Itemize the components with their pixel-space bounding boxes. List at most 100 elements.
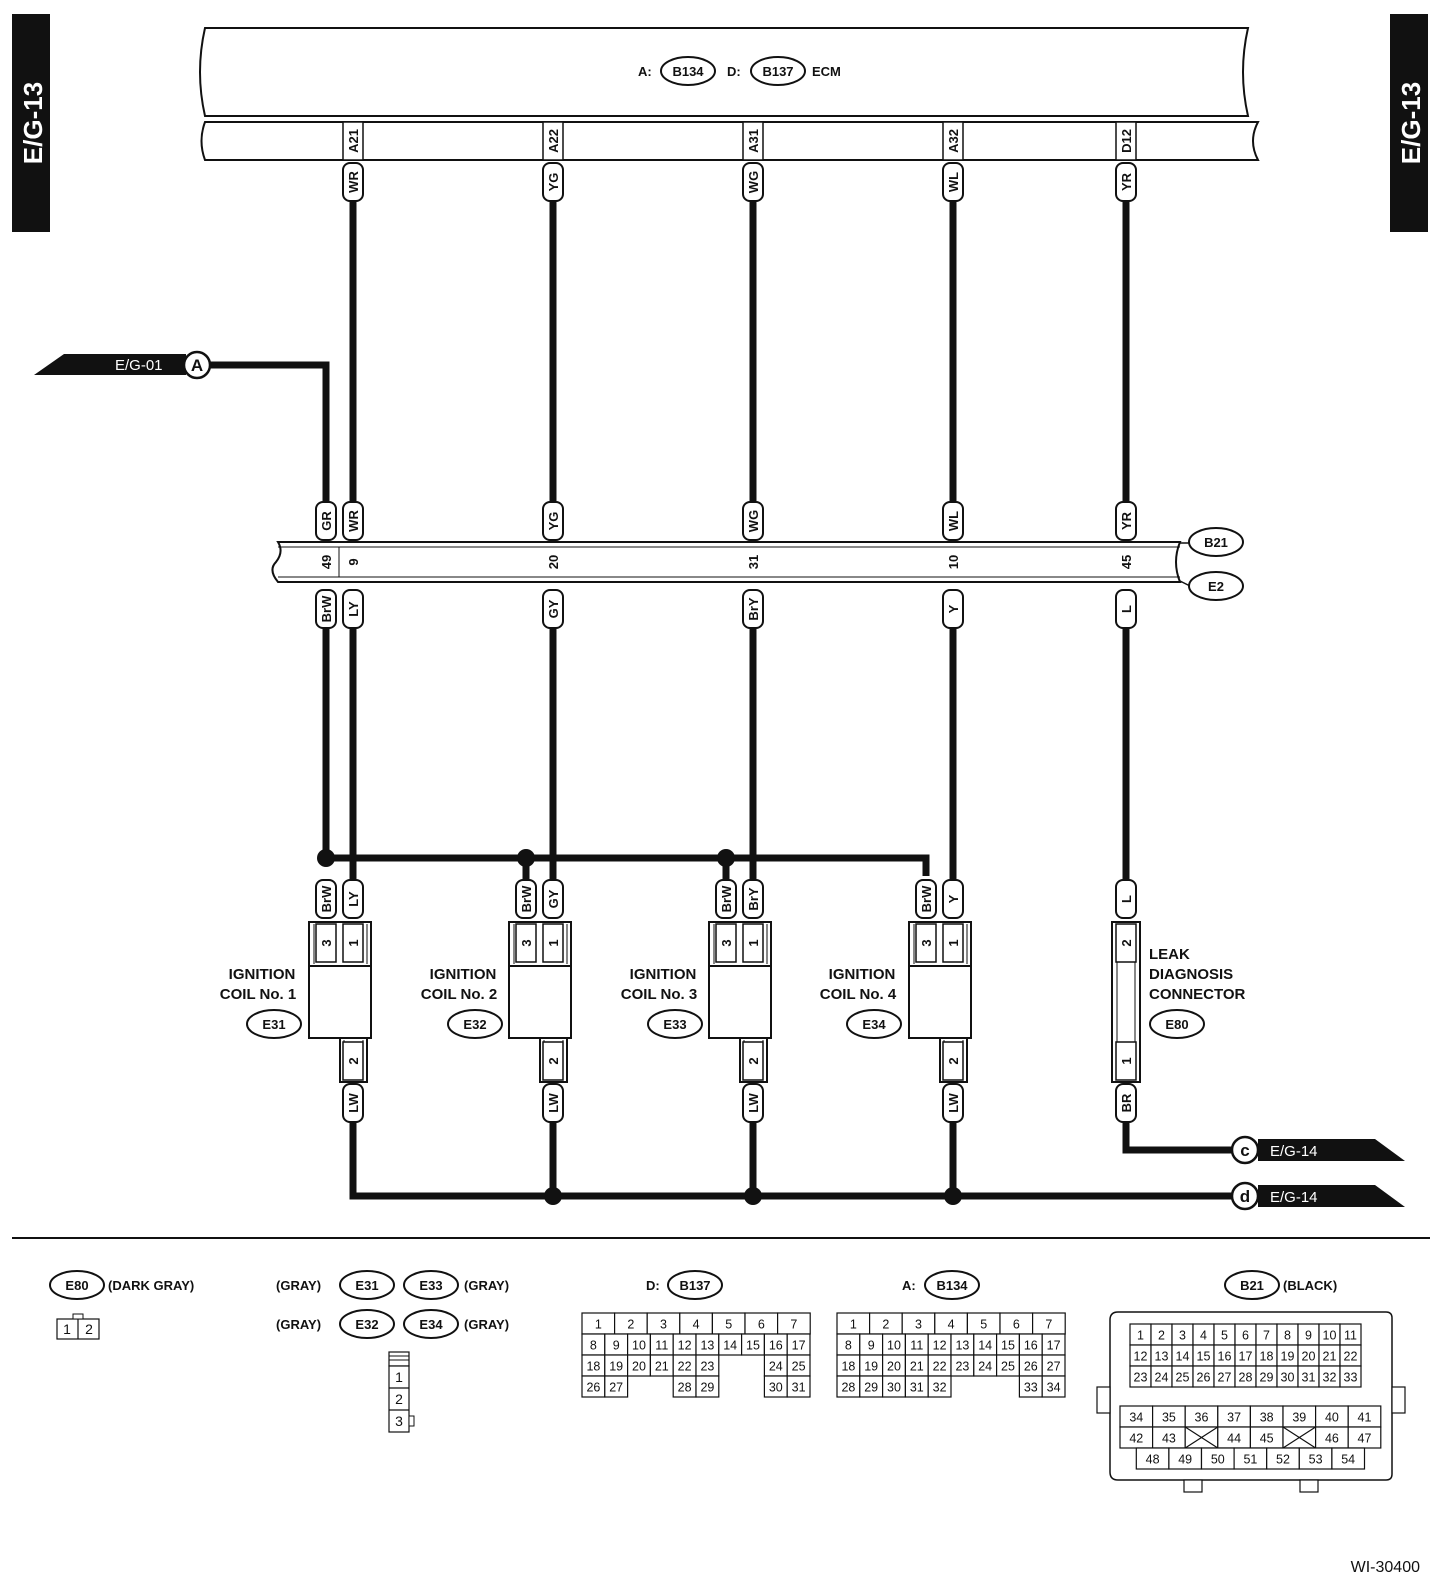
b21-pin: 25 — [1171, 1365, 1194, 1388]
b21-pin-text: 45 — [1260, 1432, 1274, 1446]
coil-1-pin2: 2 — [342, 1041, 364, 1081]
b137-pin: 25 — [786, 1354, 811, 1377]
coil-3-wire3: BrW — [715, 879, 737, 919]
legend-b21-conn: B21 — [1240, 1278, 1264, 1293]
b137-pin-text: 27 — [609, 1381, 623, 1395]
coil-4-pin3: 3 — [915, 923, 937, 963]
output-d-mark: d — [1240, 1187, 1250, 1206]
coil-1-pin2-text: 2 — [346, 1057, 361, 1064]
coil-2-pin2: 2 — [542, 1041, 564, 1081]
coil-3-pin3-text: 3 — [719, 939, 734, 946]
b21-pin-text: 38 — [1260, 1411, 1274, 1425]
b21-pin: 50 — [1200, 1447, 1235, 1470]
b134-pin-text: 20 — [887, 1360, 901, 1374]
b134-pin-text: 8 — [845, 1339, 852, 1353]
b137-pin-text: 21 — [655, 1360, 669, 1374]
coil-3-pin1: 1 — [742, 923, 764, 963]
joint-e2-badge: E2 — [1188, 571, 1244, 601]
b134-pin: 2 — [868, 1312, 903, 1335]
b21-pin-text: 1 — [1137, 1329, 1144, 1343]
joint-bottom-0-text: LY — [346, 601, 361, 617]
leak-wire-bottom-box — [1115, 1083, 1137, 1123]
joint-top-4-text: YR — [1119, 511, 1134, 530]
junction-dot — [717, 849, 735, 867]
b21-pin: 39 — [1282, 1405, 1317, 1428]
joint-connector-bar: B21 E2 — [271, 527, 1244, 601]
wire-brw-bus — [326, 854, 930, 876]
b134-pin-text: 23 — [955, 1360, 969, 1374]
b137-pin-text: 11 — [655, 1339, 668, 1353]
ecm-pin-A32: A32 — [942, 121, 964, 161]
leak-pin-top: 2 — [1115, 923, 1137, 963]
joint-top-0: WR — [342, 501, 364, 541]
coil-4-wire1-text: Y — [946, 894, 961, 903]
junction-dot — [944, 1187, 962, 1205]
joint-top-3-box — [942, 501, 964, 541]
coil-3-pin2: 2 — [742, 1041, 764, 1081]
b21-pin: 44 — [1217, 1426, 1252, 1449]
legend-e31: E31 — [355, 1278, 378, 1293]
ecm-pin-A31-text: A31 — [746, 129, 761, 153]
b137-pin: 29 — [695, 1375, 720, 1398]
ecm-wire-0-text: WR — [346, 171, 361, 193]
b21-pin-text: 30 — [1281, 1371, 1295, 1385]
b21-pin: 52 — [1266, 1447, 1300, 1470]
joint-top-0-box — [342, 501, 364, 541]
leak-pin-bottom-box — [1115, 1041, 1137, 1081]
b21-pin-text: 39 — [1292, 1411, 1306, 1425]
page-tab-right-label: E/G-13 — [1396, 82, 1426, 164]
b137-pin: 12 — [672, 1333, 697, 1356]
ecm-wire-4-text: YR — [1119, 172, 1134, 191]
joint-top-4-box — [1115, 501, 1137, 541]
leak-wire-top-text: L — [1119, 895, 1134, 903]
b21-pin-text: 25 — [1176, 1371, 1190, 1385]
coil-4-case — [908, 965, 972, 1039]
b21-pin: 20 — [1297, 1344, 1320, 1367]
coil-2-conn: E32 — [463, 1017, 486, 1032]
b21-pin-text: 32 — [1323, 1371, 1337, 1385]
b21-pin: 4 — [1192, 1323, 1215, 1346]
b137-pin-text: 18 — [586, 1360, 600, 1374]
ecm-pin-D12: D12 — [1115, 121, 1137, 161]
b137-pin: 2 — [613, 1312, 648, 1335]
b21-pin: 43 — [1151, 1426, 1186, 1449]
legend-e80-pin2: 2 — [85, 1321, 93, 1337]
b21-pin: 49 — [1168, 1447, 1203, 1470]
output-c-ref: E/G-14 — [1270, 1143, 1318, 1160]
joint-top-1-text: YG — [546, 512, 561, 531]
joint-pin-1-text: 20 — [546, 555, 561, 569]
ecm-pin-D12-text: D12 — [1119, 129, 1134, 153]
b21-pin: 41 — [1347, 1405, 1382, 1428]
legend-b134-prefix: A: — [902, 1278, 916, 1293]
coil-2-wire2-text: LW — [546, 1093, 561, 1113]
b137-pin: 6 — [744, 1312, 779, 1335]
feed-top: GR — [315, 501, 337, 541]
ecm-wire-4-box — [1115, 162, 1137, 202]
joint-bottom-1: GY — [542, 589, 564, 629]
leak-conn: E80 — [1165, 1017, 1188, 1032]
b134-pin-text: 13 — [955, 1339, 969, 1353]
b137-pin-text: 22 — [678, 1360, 692, 1374]
b21-pin: 21 — [1318, 1344, 1341, 1367]
b137-pin-text: 4 — [693, 1318, 700, 1332]
coil-2-pin3-text: 3 — [519, 939, 534, 946]
b137-pin-text: 23 — [700, 1360, 714, 1374]
b134-pin: 34 — [1041, 1375, 1066, 1398]
ecm-wire-1-box — [542, 162, 564, 202]
b21-pin-text: 28 — [1239, 1371, 1253, 1385]
b21-pin: 40 — [1314, 1405, 1349, 1428]
ecm-conn-a-badge: B134 — [660, 56, 716, 86]
b21-pin-text: 34 — [1129, 1411, 1143, 1425]
b134-pin: 15 — [995, 1333, 1020, 1356]
b21-pin-text: 49 — [1178, 1453, 1192, 1467]
b21-pin-text: 5 — [1221, 1329, 1228, 1343]
b21-pin: 18 — [1255, 1344, 1278, 1367]
b134-pin: 13 — [950, 1333, 975, 1356]
joint-bottom-0: LY — [342, 589, 364, 629]
b21-pin-text: 24 — [1155, 1371, 1169, 1385]
legend-e80-conn: E80 — [65, 1278, 88, 1293]
b137-pin-text: 13 — [700, 1339, 714, 1353]
coil-3-pin3: 3 — [715, 923, 737, 963]
